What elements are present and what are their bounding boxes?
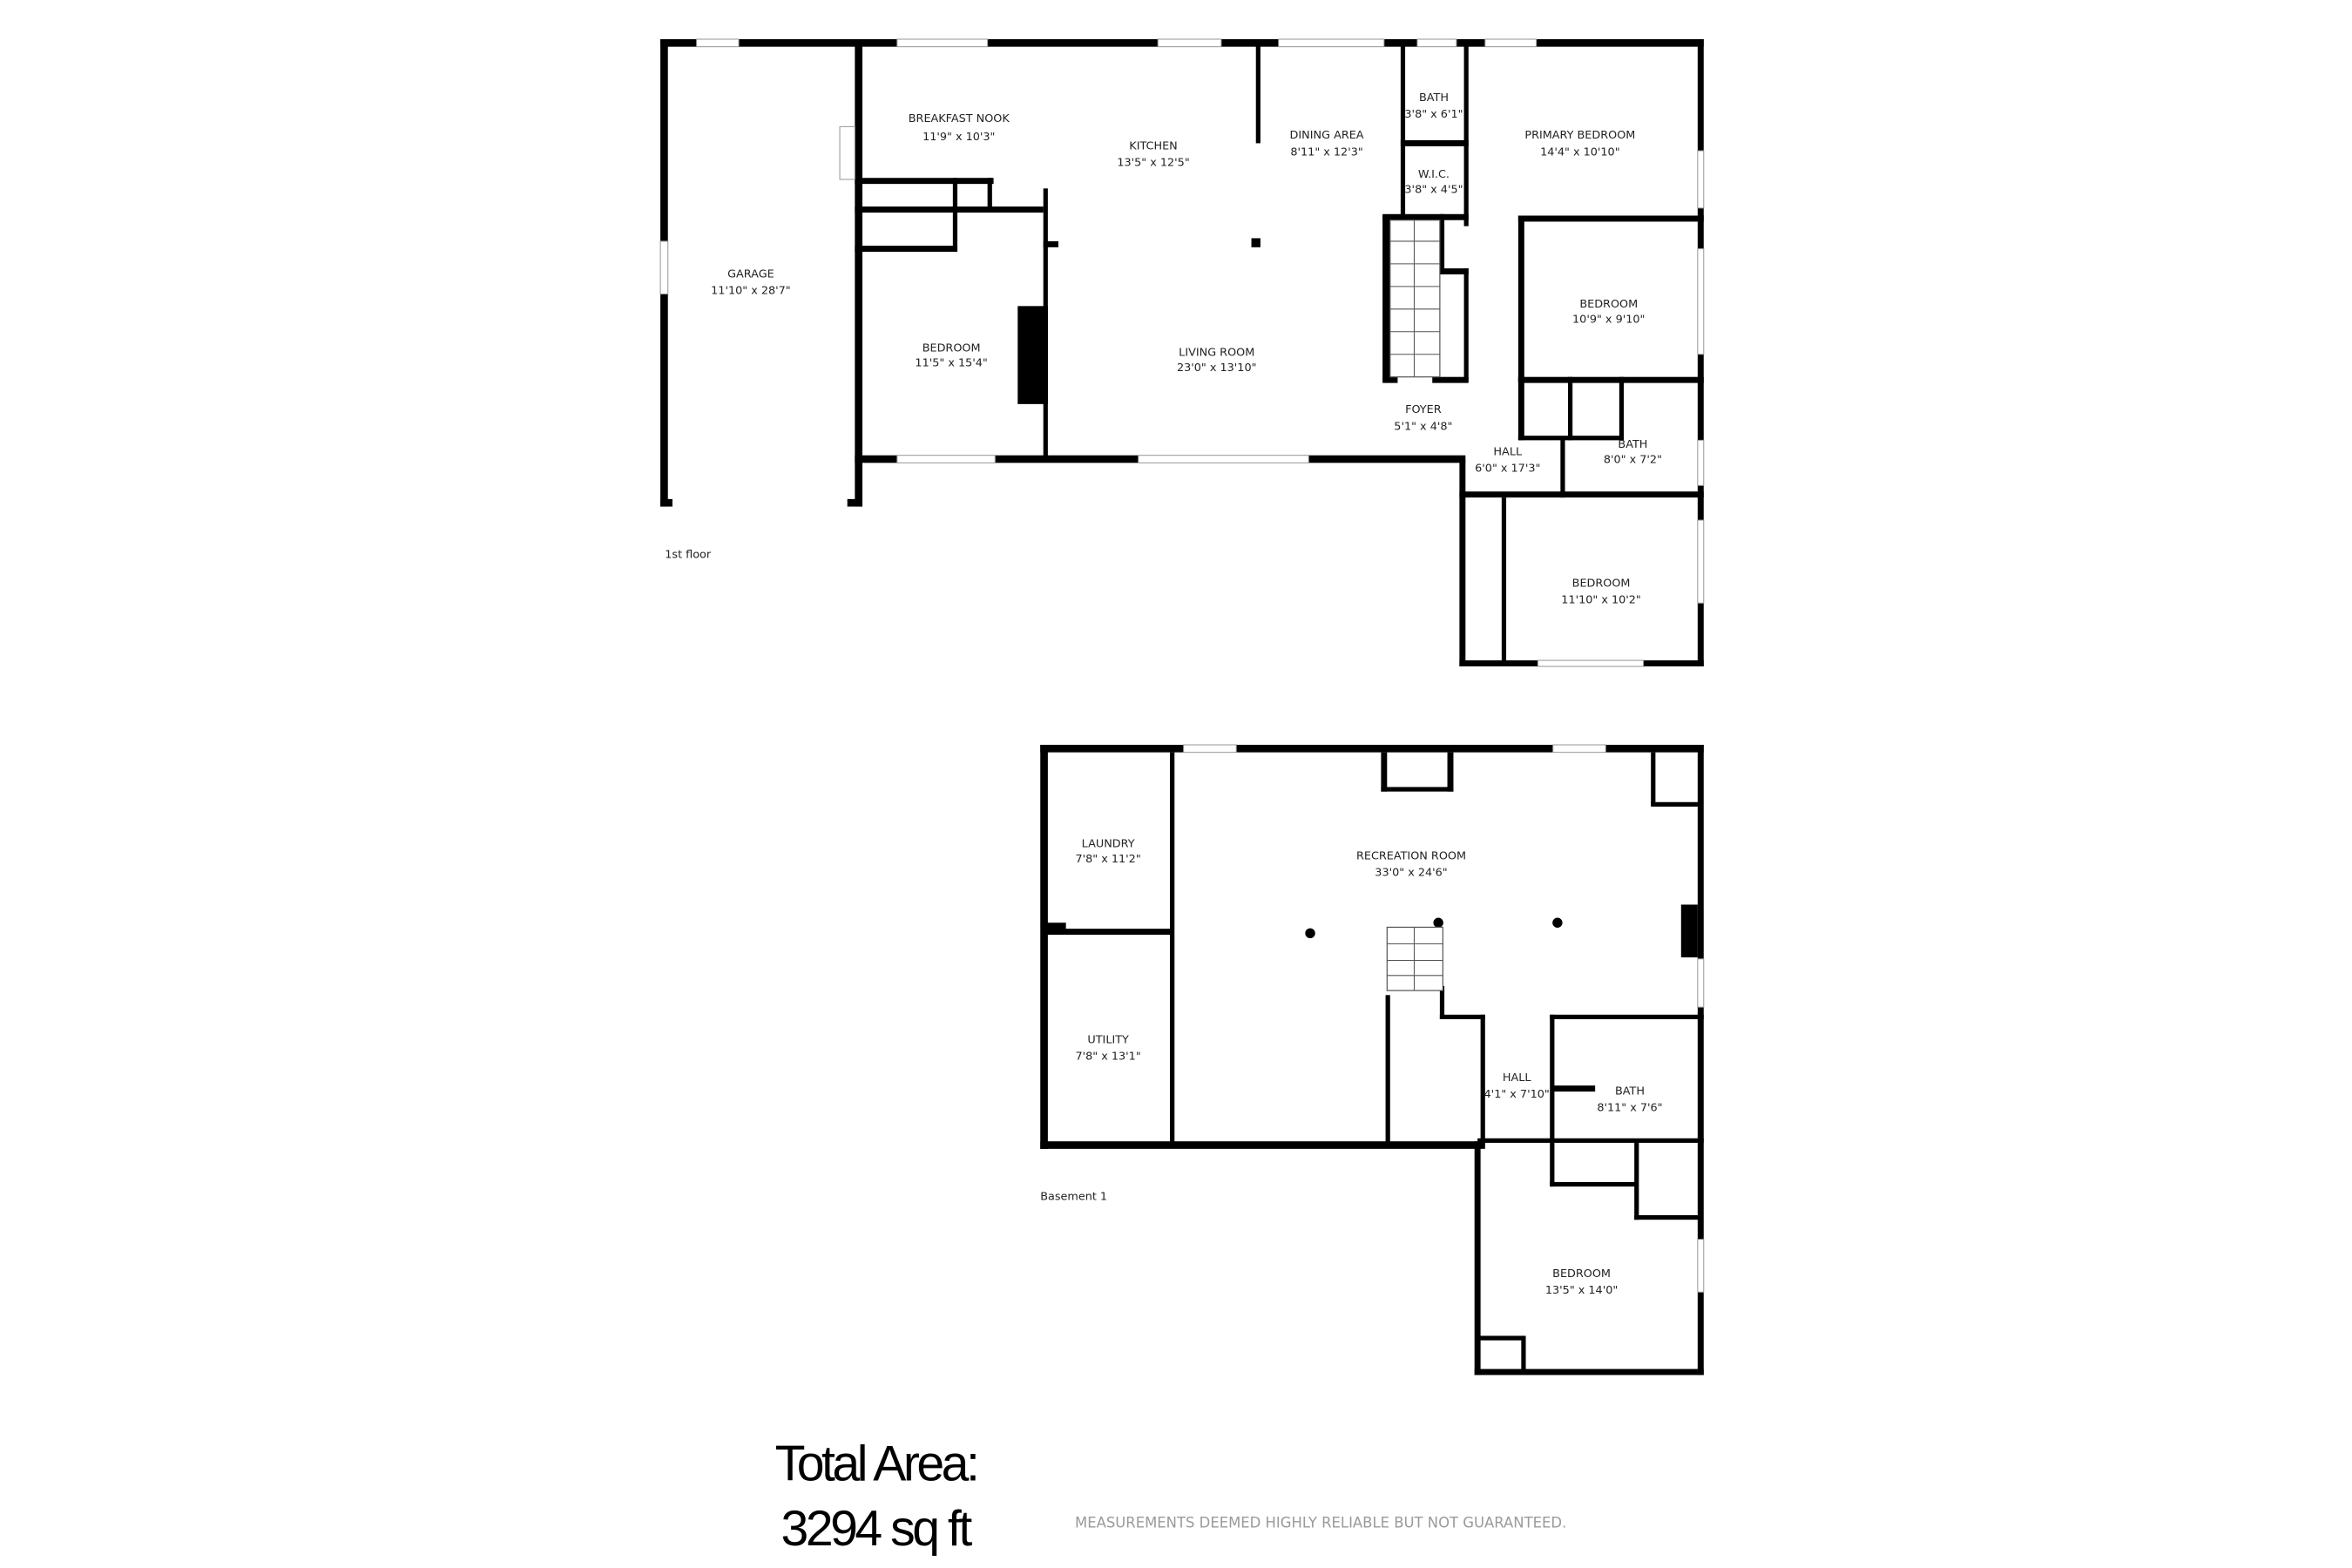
room-name-living-room: LIVING ROOM bbox=[1179, 346, 1254, 359]
room-labels: LAUNDRY 7'8" x 11'2" UTILITY 7'8" x 13'1… bbox=[1075, 838, 1662, 1297]
room-dims-living-room: 23'0" x 13'10" bbox=[1177, 362, 1257, 375]
room-name-bath: BATH bbox=[1618, 438, 1647, 451]
room-name-laundry: LAUNDRY bbox=[1082, 838, 1135, 851]
first-floor-plan: GARAGE 11'10" x 28'7" BREAKFAST NOOK 11'… bbox=[659, 38, 1705, 667]
walls bbox=[1040, 745, 1704, 1375]
room-name-dining-area: DINING AREA bbox=[1290, 129, 1364, 142]
total-area-label: Total Area: bbox=[775, 1436, 977, 1492]
room-dims-breakfast-nook: 11'9" x 10'3" bbox=[923, 131, 995, 144]
room-dims-wic: 3'8" x 4'5" bbox=[1404, 184, 1463, 197]
stairs-icon bbox=[1389, 220, 1441, 378]
room-name-bath: BATH bbox=[1615, 1085, 1645, 1098]
room-dims-bedroom: 13'5" x 14'0" bbox=[1545, 1284, 1618, 1297]
stairs-icon bbox=[1386, 926, 1443, 991]
room-name-hall: HALL bbox=[1493, 446, 1523, 459]
room-labels: GARAGE 11'10" x 28'7" BREAKFAST NOOK 11'… bbox=[711, 91, 1662, 606]
disclaimer: MEASUREMENTS DEEMED HIGHLY RELIABLE BUT … bbox=[1075, 1514, 1566, 1531]
room-dims-laundry: 7'8" x 11'2" bbox=[1075, 853, 1140, 866]
basement-plan: LAUNDRY 7'8" x 11'2" UTILITY 7'8" x 13'1… bbox=[1040, 744, 1705, 1375]
room-name-bedroom-right: BEDROOM bbox=[1579, 298, 1638, 311]
room-dims-kitchen: 13'5" x 12'5" bbox=[1117, 156, 1189, 169]
room-name-foyer: FOYER bbox=[1405, 403, 1442, 416]
room-name-recreation-room: RECREATION ROOM bbox=[1356, 850, 1466, 863]
room-dims-bedroom-bottom: 11'10" x 10'2" bbox=[1561, 593, 1641, 606]
room-dims-hall: 4'1" x 7'10" bbox=[1484, 1088, 1550, 1101]
room-name-utility: UTILITY bbox=[1087, 1034, 1129, 1047]
room-name-kitchen: KITCHEN bbox=[1129, 139, 1177, 152]
room-dims-garage: 11'10" x 28'7" bbox=[711, 285, 791, 298]
room-dims-bedroom-left: 11'5" x 15'4" bbox=[915, 357, 987, 370]
room-name-primary-bedroom: PRIMARY BEDROOM bbox=[1524, 129, 1635, 142]
room-name-garage: GARAGE bbox=[727, 267, 774, 280]
room-dims-foyer: 5'1" x 4'8" bbox=[1394, 420, 1452, 433]
room-dims-recreation-room: 33'0" x 24'6" bbox=[1375, 867, 1447, 880]
room-dims-bath: 8'11" x 7'6" bbox=[1597, 1102, 1662, 1115]
windows bbox=[659, 38, 1705, 667]
room-dims-bath-small: 3'8" x 6'1" bbox=[1404, 108, 1463, 121]
room-name-breakfast-nook: BREAKFAST NOOK bbox=[909, 112, 1010, 125]
room-dims-bedroom-right: 10'9" x 9'10" bbox=[1572, 313, 1645, 326]
windows bbox=[1183, 744, 1705, 1293]
total-area-value: 3294 sq ft bbox=[781, 1501, 973, 1557]
room-name-bath-small: BATH bbox=[1419, 91, 1449, 105]
room-dims-dining-area: 8'11" x 12'3" bbox=[1290, 145, 1362, 159]
room-dims-primary-bedroom: 14'4" x 10'10" bbox=[1540, 145, 1620, 159]
floor-label-basement: Basement 1 bbox=[1040, 1191, 1107, 1204]
room-name-bedroom-bottom: BEDROOM bbox=[1572, 577, 1631, 590]
floor-label-first: 1st floor bbox=[665, 548, 712, 561]
room-dims-hall: 6'0" x 17'3" bbox=[1475, 463, 1540, 476]
room-dims-bath: 8'0" x 7'2" bbox=[1604, 453, 1662, 466]
columns bbox=[1305, 917, 1563, 939]
room-name-bedroom: BEDROOM bbox=[1552, 1267, 1611, 1281]
room-name-wic: W.I.C. bbox=[1418, 168, 1450, 181]
room-dims-utility: 7'8" x 13'1" bbox=[1075, 1051, 1140, 1064]
room-name-hall: HALL bbox=[1503, 1071, 1532, 1085]
room-name-bedroom-left: BEDROOM bbox=[923, 341, 981, 355]
